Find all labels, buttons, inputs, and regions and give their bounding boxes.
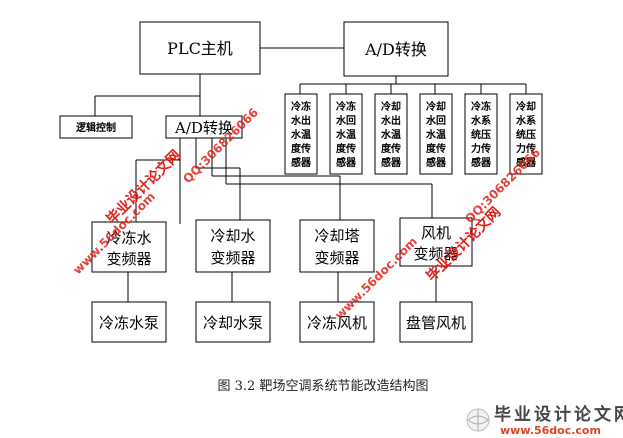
- sensor-boxes: 冷冻 水出 水温 度传 感器 冷冻 水回 水温 度传 感器 冷却 水出 水温 度…: [284, 93, 543, 175]
- inverter-boxes: 冷冻水 变频器 冷却水 变频器 冷却塔 变频器 风机 变频器: [91, 217, 473, 273]
- connector-lines: [94, 47, 527, 302]
- ad-converter-top-box: A/D转换: [343, 21, 449, 77]
- sensor-text: 水回: [425, 114, 446, 127]
- ad-converter-mid-box: A/D转换: [165, 115, 243, 139]
- footer-site-url: www.56doc.com: [500, 424, 601, 437]
- sensor-text: 水回: [335, 114, 356, 127]
- footer-logo: 毕业设计论文网 www.56doc.com: [466, 404, 623, 437]
- sensor-text: 度传: [336, 142, 356, 155]
- inverter-text: 冷却水: [210, 227, 255, 245]
- inverter-text: 冷却塔: [314, 227, 359, 245]
- sensor-text: 统压: [471, 128, 491, 141]
- sensor-text: 水温: [335, 128, 356, 141]
- load-box: 冷冻水泵: [91, 301, 167, 343]
- sensor-text: 冷冻: [336, 100, 356, 113]
- load-box: 盘管风机: [399, 301, 473, 343]
- sensor-text: 力传: [471, 142, 491, 155]
- inverter-text: 冷冻水: [106, 229, 151, 247]
- logic-control-label: 逻辑控制: [76, 121, 116, 134]
- load-box: 冷冻风机: [299, 301, 375, 343]
- load-text: 盘管风机: [406, 314, 466, 332]
- load-text: 冷冻水泵: [99, 314, 159, 332]
- sensor-text: 度传: [291, 142, 311, 155]
- sensor-text: 冷却: [426, 100, 446, 113]
- sensor-text: 力传: [516, 142, 536, 155]
- sensor-text: 水系: [470, 114, 491, 127]
- sensor-box: 冷却 水系 统压 力传 感器: [509, 93, 543, 175]
- sensor-text: 感器: [471, 156, 492, 169]
- logic-control-box: 逻辑控制: [59, 115, 133, 139]
- sensor-text: 水温: [290, 128, 311, 141]
- sensor-box: 冷冻 水系 统压 力传 感器: [464, 93, 498, 175]
- sensor-box: 冷却 水出 水温 度传 感器: [374, 93, 408, 175]
- ad-converter-top-label: A/D转换: [364, 40, 427, 59]
- sensor-text: 冷冻: [471, 100, 491, 113]
- load-box: 冷却水泵: [195, 301, 271, 343]
- inverter-text: 变频器: [106, 250, 151, 268]
- sensor-text: 统压: [516, 128, 536, 141]
- watermark-site-cn: 毕业设计论文网: [103, 147, 184, 228]
- sensor-text: 度传: [426, 142, 446, 155]
- ad-converter-mid-label: A/D转换: [174, 119, 233, 137]
- figure-caption: 图 3.2 靶场空调系统节能改造结构图: [218, 379, 429, 394]
- sensor-text: 感器: [516, 156, 537, 169]
- sensor-text: 水温: [380, 128, 401, 141]
- plc-host-label: PLC主机: [167, 39, 233, 58]
- plc-host-box: PLC主机: [139, 21, 261, 75]
- sensor-text: 感器: [336, 156, 357, 169]
- inverter-box: 冷却塔 变频器: [299, 219, 375, 273]
- inverter-text: 风机: [421, 224, 451, 242]
- load-text: 冷冻风机: [307, 314, 367, 332]
- sensor-text: 度传: [381, 142, 401, 155]
- sensor-text: 冷冻: [291, 100, 311, 113]
- sensor-text: 水出: [380, 114, 401, 127]
- sensor-text: 冷却: [516, 100, 536, 113]
- load-text: 冷却水泵: [203, 314, 263, 332]
- sensor-box: 冷冻 水出 水温 度传 感器: [284, 93, 318, 175]
- sensor-text: 感器: [426, 156, 447, 169]
- sensor-box: 冷却 水回 水温 度传 感器: [419, 93, 453, 175]
- sensor-text: 感器: [291, 156, 312, 169]
- inverter-box: 冷冻水 变频器: [91, 221, 167, 273]
- sensor-text: 水系: [515, 114, 536, 127]
- sensor-box: 冷冻 水回 水温 度传 感器: [329, 93, 363, 175]
- sensor-text: 水出: [290, 114, 311, 127]
- sensor-text: 感器: [381, 156, 402, 169]
- inverter-text: 变频器: [314, 249, 359, 267]
- inverter-box: 风机 变频器: [399, 217, 473, 267]
- load-boxes: 冷冻水泵 冷却水泵 冷冻风机 盘管风机: [91, 301, 473, 343]
- sensor-text: 水温: [425, 128, 446, 141]
- sensor-text: 冷却: [381, 100, 401, 113]
- inverter-box: 冷却水 变频器: [195, 219, 271, 273]
- footer-site-title: 毕业设计论文网: [494, 404, 623, 425]
- inverter-text: 变频器: [210, 249, 255, 267]
- inverter-text: 变频器: [413, 245, 458, 263]
